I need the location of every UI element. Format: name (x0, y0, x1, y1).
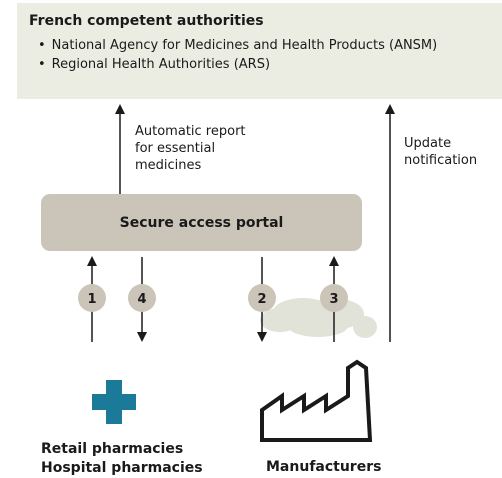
update-label-line-1: Update (404, 136, 452, 151)
pharmacy-cross-icon (92, 380, 136, 424)
report-label-line-3: medicines (135, 158, 202, 173)
authority-item-ansm: National Agency for Medicines and Health… (38, 36, 490, 55)
step-badge-4: 4 (128, 284, 156, 312)
report-arrow-head (115, 104, 125, 114)
update-arrow-head (385, 104, 395, 114)
pharmacies-label-hospital: Hospital pharmacies (41, 460, 203, 476)
authorities-panel: French competent authorities National Ag… (17, 3, 502, 99)
factory-icon (260, 359, 373, 442)
step2-arrow-head (257, 332, 267, 342)
svg-text:3: 3 (329, 292, 338, 307)
report-label: Automatic report for essential medicines (135, 123, 246, 174)
report-label-line-1: Automatic report (135, 124, 246, 139)
svg-text:2: 2 (257, 292, 266, 307)
pharmacies-label: Retail pharmacies Hospital pharmacies (41, 440, 203, 478)
secure-access-portal: Secure access portal (41, 194, 362, 251)
update-label: Update notification (404, 135, 477, 169)
authorities-title: French competent authorities (29, 13, 264, 29)
update-label-line-2: notification (404, 153, 478, 168)
authorities-list: National Agency for Medicines and Health… (29, 36, 490, 74)
report-label-line-2: for essential (135, 141, 216, 156)
step-badge-3: 3 (320, 284, 348, 312)
pharmacies-label-retail: Retail pharmacies (41, 441, 184, 457)
step1-arrow-head (87, 256, 97, 266)
step-badge-1: 1 (78, 284, 106, 312)
manufacturers-label: Manufacturers (266, 459, 382, 475)
step-badge-2: 2 (248, 284, 276, 312)
svg-text:1: 1 (87, 292, 96, 307)
step3-arrow-head (329, 256, 339, 266)
portal-label: Secure access portal (119, 214, 284, 231)
authority-item-ars: Regional Health Authorities (ARS) (38, 55, 490, 74)
cloud-icon (260, 298, 377, 338)
step4-arrow-head (137, 332, 147, 342)
svg-text:4: 4 (137, 292, 146, 307)
